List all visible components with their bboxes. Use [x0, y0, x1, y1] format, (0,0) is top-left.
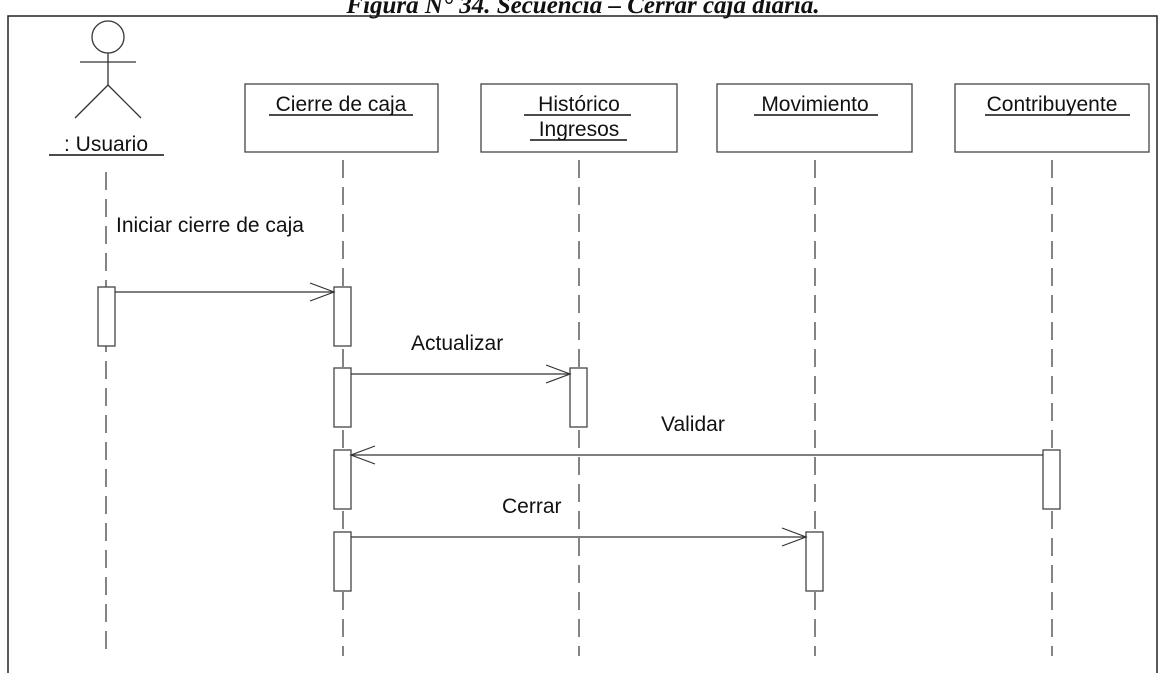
arrowhead-icon — [309, 282, 336, 302]
arrowhead-icon — [781, 527, 808, 547]
object-box — [954, 83, 1150, 153]
object-historico-ingresos: Histórico Ingresos — [480, 83, 678, 153]
object-label: Movimiento — [761, 93, 868, 116]
actor-usuario: : Usuario — [49, 20, 164, 156]
activation-contribuyente — [1042, 449, 1061, 510]
object-label-line-1: Histórico — [538, 93, 620, 116]
object-movimiento: Movimiento — [716, 83, 913, 153]
arrowhead-icon — [349, 445, 376, 465]
object-label-line-2: Ingresos — [539, 118, 620, 141]
activation-movimiento — [805, 531, 824, 592]
activation-historico — [569, 367, 588, 428]
message-validar: Validar — [349, 413, 1043, 465]
activation-usuario — [97, 286, 116, 347]
activation-cierre-4 — [333, 531, 352, 592]
activation-cierre-3 — [333, 449, 352, 510]
figure-caption: Figura N° 34. Secuencia – Cerrar caja di… — [345, 0, 819, 19]
message-iniciar-cierre-de-caja: Iniciar cierre de caja — [115, 214, 336, 302]
object-contribuyente: Contribuyente — [954, 83, 1150, 153]
object-box — [716, 83, 913, 153]
message-cerrar: Cerrar — [351, 495, 808, 547]
activation-cierre-2 — [333, 367, 352, 428]
arrowhead-icon — [545, 364, 572, 384]
object-label: Contribuyente — [987, 93, 1118, 116]
object-box — [244, 83, 439, 153]
message-label: Actualizar — [411, 332, 503, 355]
object-cierre-de-caja: Cierre de caja — [244, 83, 439, 153]
actor-icon — [74, 20, 142, 119]
message-label: Cerrar — [502, 495, 562, 518]
actor-label: : Usuario — [64, 133, 148, 156]
activation-cierre-1 — [333, 286, 352, 347]
diagram-frame — [7, 15, 1158, 673]
message-label: Iniciar cierre de caja — [116, 214, 304, 237]
message-label: Validar — [661, 413, 725, 436]
object-label: Cierre de caja — [276, 93, 407, 116]
message-actualizar: Actualizar — [351, 332, 572, 384]
